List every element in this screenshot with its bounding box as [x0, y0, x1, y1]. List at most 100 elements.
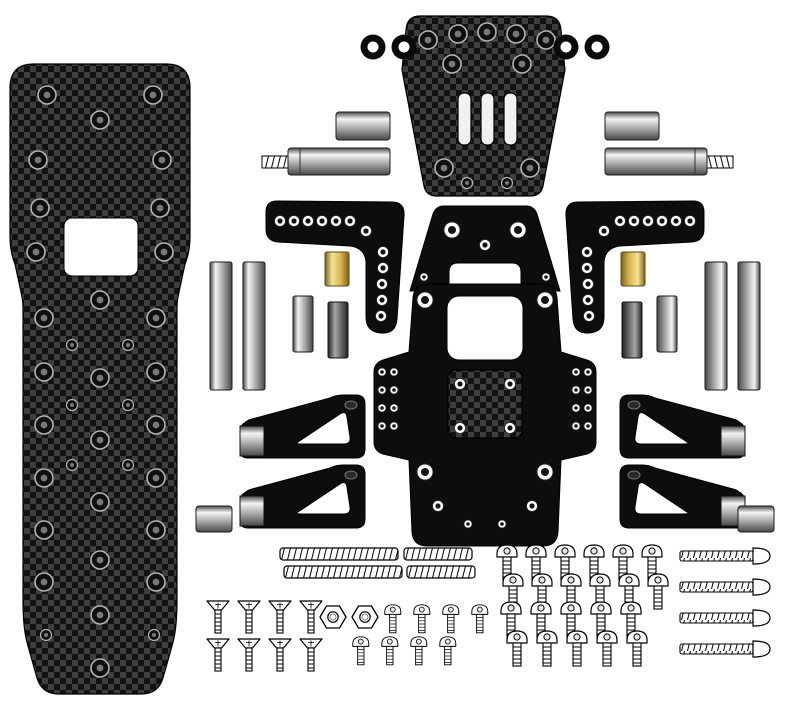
- top-plate-hole: [512, 54, 532, 74]
- chassis-plate-hole: [150, 198, 170, 218]
- chassis-plate-hole-small: [121, 338, 135, 352]
- chassis-plate-hole: [34, 415, 54, 435]
- brace-hole: [416, 463, 434, 481]
- hinge-pin-sleeve-right: [737, 505, 775, 533]
- chassis-plate-hole: [34, 362, 54, 382]
- top-plate-hole: [442, 54, 462, 74]
- top-deck-plate: [401, 15, 566, 197]
- top-plate-hole-small: [500, 176, 514, 190]
- top-plate-hole: [448, 24, 468, 44]
- brace-hole: [454, 422, 466, 434]
- chassis-plate-hole: [152, 150, 172, 170]
- chassis-plate-cutout: [63, 217, 139, 277]
- chassis-plate-hole: [90, 430, 110, 450]
- chassis-plate-hole: [146, 520, 166, 540]
- top-plate-hole: [536, 30, 556, 50]
- chassis-plate-hole-small: [39, 628, 53, 642]
- center-brace: [373, 283, 597, 547]
- brace-hole-small: [377, 421, 387, 431]
- o-ring: [553, 34, 579, 60]
- chassis-plate: [9, 63, 191, 695]
- top-plate-slot: [457, 92, 472, 146]
- chassis-plate-hole: [90, 290, 110, 310]
- brace-hole: [504, 422, 516, 434]
- top-plate-hole: [520, 158, 540, 178]
- brace-hole-small: [583, 403, 593, 413]
- brace-hole: [432, 500, 444, 512]
- brace-opening: [446, 295, 524, 361]
- chassis-plate-hole: [90, 110, 110, 130]
- bracket-hole: [479, 239, 491, 251]
- brace-hole-small: [583, 421, 593, 431]
- threaded-rod-long: [283, 565, 403, 579]
- chassis-plate-hole: [34, 520, 54, 540]
- brace-hole-small: [571, 385, 581, 395]
- chassis-plate-hole: [26, 242, 46, 262]
- brace-hole-small: [497, 519, 507, 529]
- threaded-rod-medium: [406, 565, 476, 579]
- chassis-plate-hole: [34, 308, 54, 328]
- o-ring: [584, 34, 610, 60]
- bracket-hole: [509, 221, 527, 239]
- top-plate-hole-small: [460, 176, 474, 190]
- chassis-plate-hole: [146, 572, 166, 592]
- chassis-plate-hole-small: [65, 458, 79, 472]
- brace-hole-small: [377, 403, 387, 413]
- chassis-plate-hole: [34, 572, 54, 592]
- o-ring: [360, 34, 386, 60]
- threaded-rod-medium: [403, 547, 473, 561]
- brace-hole-small: [389, 367, 399, 377]
- top-plate-hole: [434, 158, 454, 178]
- chassis-plate-hole-small: [147, 628, 161, 642]
- brace-hole-small: [583, 385, 593, 395]
- brace-hole: [454, 378, 466, 390]
- hex-nut: [351, 605, 379, 629]
- brace-hole-small: [463, 519, 473, 529]
- brace-hole: [504, 378, 516, 390]
- top-plate-slot: [480, 92, 495, 146]
- chassis-plate-hole: [154, 242, 174, 262]
- top-plate-hole: [506, 24, 526, 44]
- chassis-plate-hole: [37, 85, 57, 105]
- brace-hole: [536, 463, 554, 481]
- brace-hole-small: [389, 385, 399, 395]
- brace-hole-small: [583, 367, 593, 377]
- chassis-plate-hole: [90, 605, 110, 625]
- bracket-hole-small: [541, 272, 551, 282]
- bracket-hole-small: [419, 272, 429, 282]
- brace-carbon-insert: [447, 369, 523, 439]
- hinge-pin-sleeve-right-part: [737, 505, 775, 533]
- chassis-plate-hole: [30, 198, 50, 218]
- chassis-plate-hole: [34, 468, 54, 488]
- brace-hole-small: [389, 403, 399, 413]
- brace-hole-small: [377, 367, 387, 377]
- threaded-rod-long: [279, 547, 399, 561]
- chassis-plate-hole: [28, 150, 48, 170]
- o-ring: [391, 34, 417, 60]
- brace-hole-small: [571, 421, 581, 431]
- brace-hole-small: [389, 421, 399, 431]
- chassis-plate-hole: [90, 368, 110, 388]
- brace-hole: [416, 291, 434, 309]
- brace-hole: [536, 291, 554, 309]
- chassis-plate-hole: [90, 492, 110, 512]
- chassis-plate-hole-small: [65, 338, 79, 352]
- chassis-plate-hole: [146, 415, 166, 435]
- top-plate-slot: [503, 92, 518, 146]
- chassis-plate-hole-small: [121, 458, 135, 472]
- brace-hole-small: [571, 403, 581, 413]
- brace-hole-small: [377, 385, 387, 395]
- chassis-plate-hole-small: [121, 398, 135, 412]
- chassis-plate-hole: [90, 658, 110, 678]
- top-plate-hole: [418, 30, 438, 50]
- chassis-plate-hole: [146, 468, 166, 488]
- chassis-plate-hole: [146, 362, 166, 382]
- top-plate-hole: [477, 22, 497, 42]
- brace-hole-small: [571, 367, 581, 377]
- hex-nut: [319, 605, 347, 629]
- brace-hole: [526, 500, 538, 512]
- bracket-hole: [443, 221, 461, 239]
- chassis-plate-hole-small: [65, 398, 79, 412]
